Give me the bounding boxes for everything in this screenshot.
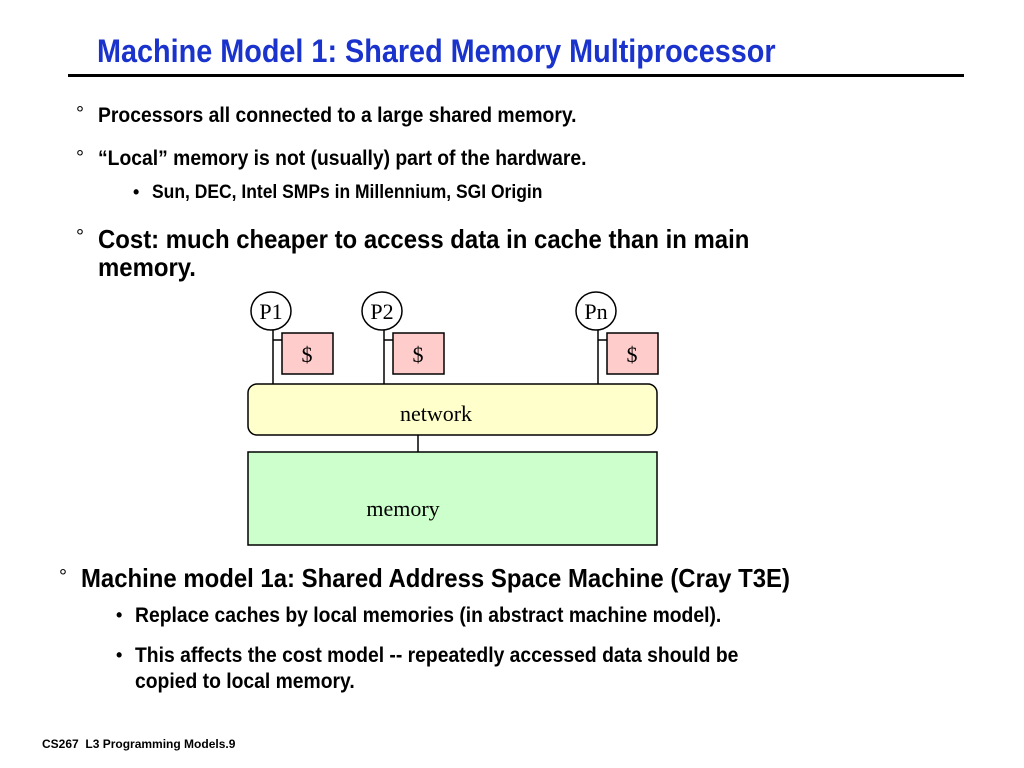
processor-pn: Pn bbox=[575, 291, 617, 331]
processor-label: P2 bbox=[370, 299, 393, 324]
bullet-text: Processors all connected to a large shar… bbox=[98, 104, 577, 127]
memory-label: memory bbox=[366, 496, 439, 521]
processor-label: P1 bbox=[259, 299, 282, 324]
cache-label: $ bbox=[302, 342, 313, 367]
sub-bullet-marker: • bbox=[116, 605, 123, 625]
network-label: network bbox=[400, 401, 472, 426]
bullet-marker: ° bbox=[76, 147, 84, 169]
cache-p1: $ bbox=[281, 332, 334, 375]
bullet-text-line1: Cost: much cheaper to access data in cac… bbox=[98, 224, 750, 254]
sub-bullet-text: Replace caches by local memories (in abs… bbox=[135, 604, 722, 627]
sub-bullet-marker: • bbox=[133, 182, 140, 202]
slide-title: Machine Model 1: Shared Memory Multiproc… bbox=[97, 33, 776, 69]
sub-bullet-marker: • bbox=[116, 645, 123, 665]
bullet-marker: ° bbox=[76, 103, 84, 125]
cache-label: $ bbox=[627, 342, 638, 367]
cache-label: $ bbox=[413, 342, 424, 367]
network-box: network bbox=[247, 383, 658, 436]
memory-box: memory bbox=[247, 451, 658, 546]
bullet-text-line2: memory. bbox=[98, 252, 196, 282]
sub-bullet-text-line1: This affects the cost model -- repeatedl… bbox=[135, 644, 739, 667]
bullet-marker: ° bbox=[59, 566, 67, 588]
processor-p1: P1 bbox=[250, 291, 292, 331]
sub-bullet-text-line2: copied to local memory. bbox=[135, 670, 355, 693]
bullet-marker: ° bbox=[76, 226, 84, 248]
bullet-text: Machine model 1a: Shared Address Space M… bbox=[81, 563, 790, 593]
slide-footer: CS267 L3 Programming Models.9 bbox=[42, 737, 236, 751]
cache-pn: $ bbox=[606, 332, 659, 375]
cache-p2: $ bbox=[392, 332, 445, 375]
bullet-text: “Local” memory is not (usually) part of … bbox=[98, 147, 587, 170]
sub-bullet-text: Sun, DEC, Intel SMPs in Millennium, SGI … bbox=[152, 182, 543, 203]
processor-p2: P2 bbox=[361, 291, 403, 331]
processor-label: Pn bbox=[584, 299, 607, 324]
title-divider bbox=[68, 74, 964, 77]
